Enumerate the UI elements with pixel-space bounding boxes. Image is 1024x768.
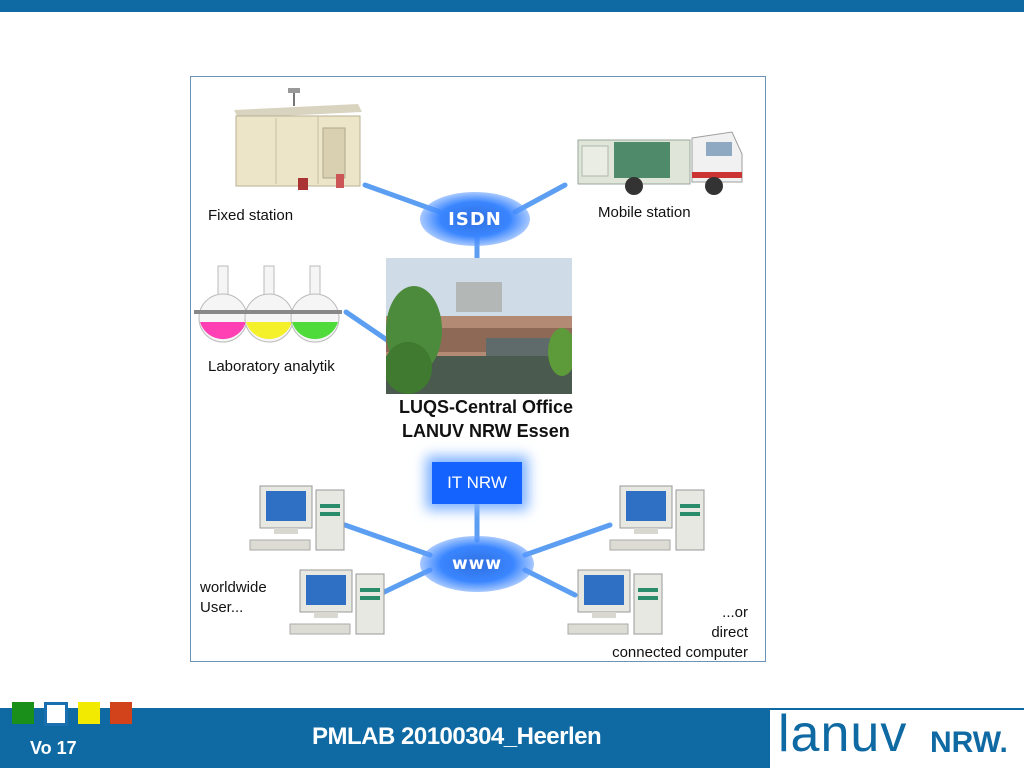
laboratory-label: Laboratory analytik (208, 358, 335, 375)
www-node: www (420, 536, 534, 592)
lanuv-logo-nrw: NRW. (930, 726, 1008, 759)
page-number: Vo 17 (30, 738, 77, 758)
line-pc3-www (522, 522, 613, 558)
line-lab-office (343, 309, 390, 343)
fixed-station-image (234, 88, 362, 190)
footer-square-blue (44, 702, 68, 726)
fixed-station-label: Fixed station (208, 207, 294, 224)
worldwide-line2: User... (200, 599, 244, 616)
footer-square-green (12, 702, 34, 724)
mobile-station-label: Mobile station (598, 204, 691, 221)
flask-green (286, 265, 342, 343)
line-pc4-www (522, 567, 578, 598)
direct-line2: direct (711, 624, 748, 641)
central-office-line1: LUQS-Central Office (399, 397, 574, 417)
worldwide-line1: worldwide (200, 579, 267, 596)
top-bar (0, 0, 1024, 12)
footer-square-red (110, 702, 132, 724)
direct-line1: ...or (722, 604, 748, 621)
flask-pink (194, 265, 250, 343)
logo-background (770, 710, 1024, 768)
mobile-station-image (577, 131, 743, 195)
central-office-image (386, 258, 572, 394)
computer-icon (609, 485, 705, 551)
computer-icon (567, 569, 663, 635)
flask-yellow (240, 265, 296, 343)
lanuv-logo: lanuv (778, 705, 908, 763)
isdn-node: ISDN (420, 192, 530, 246)
line-pc2-www (375, 567, 433, 598)
computer-icon (249, 485, 345, 551)
line-pc1-www (342, 522, 433, 558)
direct-line3: connected computer (612, 644, 748, 661)
computer-icon (289, 569, 385, 635)
footer-title: PMLAB 20100304_Heerlen (312, 723, 602, 750)
laboratory-image (194, 265, 342, 343)
central-office-line2: LANUV NRW Essen (402, 421, 570, 441)
it-nrw-node: IT NRW (432, 462, 522, 504)
footer-square-yellow (78, 702, 100, 724)
